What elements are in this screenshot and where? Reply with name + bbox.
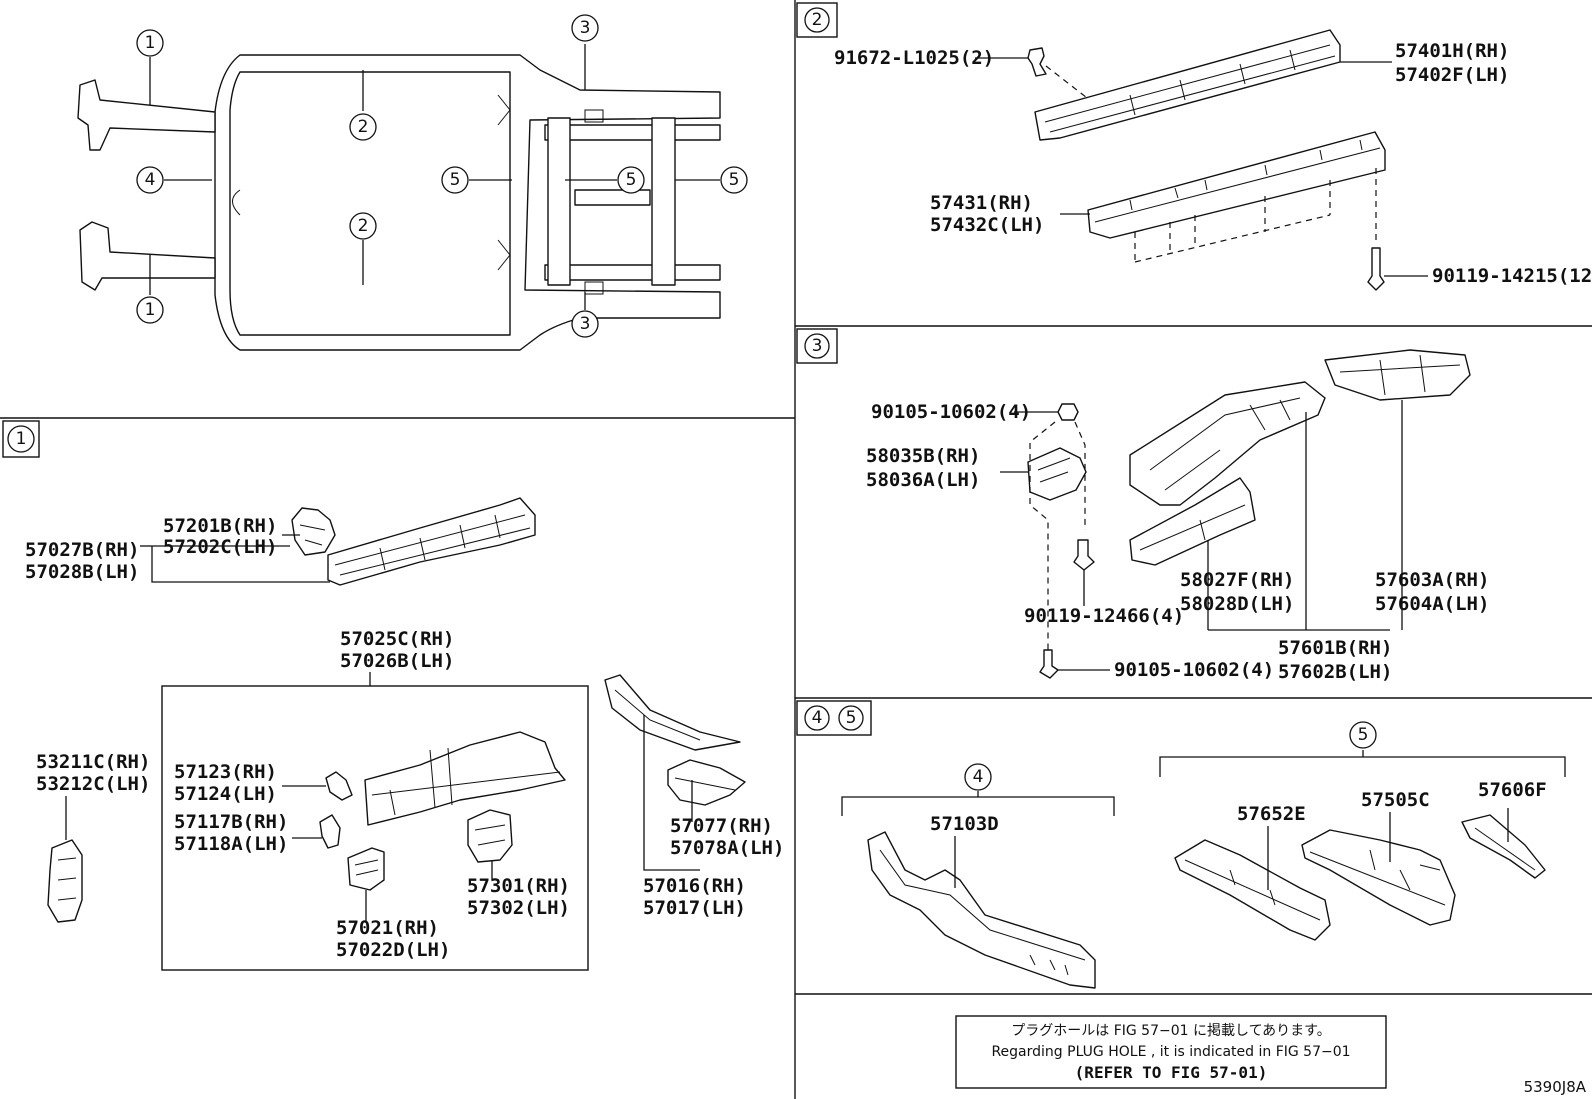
rail-57601-icon bbox=[1129, 381, 1326, 506]
label-90119-12466: 90119-12466(4) bbox=[1024, 605, 1184, 627]
bracket-57021-icon bbox=[347, 847, 385, 891]
label-57401: 57401H(RH) bbox=[1395, 40, 1509, 62]
label-57103: 57103D bbox=[930, 813, 999, 835]
label-57604: 57604A(LH) bbox=[1375, 593, 1489, 615]
label-57601: 57601B(RH) bbox=[1278, 637, 1392, 659]
label-53212: 53212C(LH) bbox=[36, 773, 150, 795]
label-58035: 58035B(RH) bbox=[866, 445, 980, 467]
label-57652: 57652E bbox=[1237, 803, 1306, 825]
label-57017: 57017(LH) bbox=[643, 897, 746, 919]
label-57606: 57606F bbox=[1478, 779, 1547, 801]
label-58027: 58027F(RH) bbox=[1180, 569, 1294, 591]
bracket-53211-icon bbox=[47, 839, 83, 923]
panel-5-tag: 5 bbox=[846, 708, 857, 728]
label-57077: 57077(RH) bbox=[670, 815, 773, 837]
callout-3-bottom: 3 bbox=[580, 314, 591, 334]
bolt-90119-12466-icon bbox=[1073, 539, 1095, 571]
callout-4-sub: 4 bbox=[973, 767, 984, 787]
callout-2-bottom: 2 bbox=[358, 216, 369, 236]
label-57432: 57432C(LH) bbox=[930, 214, 1044, 236]
label-57021: 57021(RH) bbox=[336, 917, 439, 939]
bracket-57201-icon bbox=[291, 507, 336, 556]
panel-2: 2 bbox=[804, 7, 1428, 291]
label-57124: 57124(LH) bbox=[174, 783, 277, 805]
label-57201: 57201B(RH) bbox=[163, 515, 277, 537]
label-57027: 57027B(RH) bbox=[25, 539, 139, 561]
label-90105-top: 90105-10602(4) bbox=[871, 401, 1031, 423]
label-57123: 57123(RH) bbox=[174, 761, 277, 783]
panel-1-tag: 1 bbox=[16, 429, 27, 449]
label-58036: 58036A(LH) bbox=[866, 469, 980, 491]
rail-57603-icon bbox=[1324, 349, 1471, 401]
note-box: プラグホールは FIG 57−01 に掲載してあります。 Regarding P… bbox=[955, 1015, 1387, 1089]
label-57505: 57505C bbox=[1361, 789, 1430, 811]
bolt-90105-bottom-icon bbox=[1039, 649, 1059, 679]
bolt-91672-icon bbox=[1027, 47, 1047, 77]
bracket-57301-icon bbox=[467, 809, 513, 863]
label-57028: 57028B(LH) bbox=[25, 561, 139, 583]
note-english: Regarding PLUG HOLE , it is indicated in… bbox=[991, 1044, 1350, 1060]
apron-57016-icon bbox=[604, 674, 741, 751]
frame-overview bbox=[77, 44, 721, 351]
rail-57025-icon bbox=[364, 731, 566, 826]
label-57025: 57025C(RH) bbox=[340, 628, 454, 650]
bracket-57123-icon bbox=[325, 771, 353, 801]
apron-57077-icon bbox=[667, 759, 746, 806]
label-57202: 57202C(LH) bbox=[163, 536, 277, 558]
label-57117: 57117B(RH) bbox=[174, 811, 288, 833]
callout-5-sub: 5 bbox=[1358, 725, 1369, 745]
label-57022: 57022D(LH) bbox=[336, 939, 450, 961]
callout-5-a: 5 bbox=[450, 170, 461, 190]
callout-3-top: 3 bbox=[580, 18, 591, 38]
callout-5-b: 5 bbox=[626, 170, 637, 190]
panel-4-5: 4 5 4 5 bbox=[804, 705, 1566, 989]
overview-callouts: 1 1 2 2 3 3 4 5 5 5 bbox=[136, 14, 748, 338]
figure-code: 5390J8A bbox=[1524, 1078, 1587, 1096]
bracket-57117-icon bbox=[319, 814, 341, 849]
panel-3: 3 bbox=[804, 333, 1471, 679]
note-japanese: プラグホールは FIG 57−01 に掲載してあります。 bbox=[1011, 1023, 1331, 1039]
callout-4: 4 bbox=[145, 170, 156, 190]
member-57103-icon bbox=[867, 831, 1096, 989]
label-57016: 57016(RH) bbox=[643, 875, 746, 897]
panel-1: 1 bbox=[7, 425, 746, 971]
label-53211: 53211C(RH) bbox=[36, 751, 150, 773]
label-57402: 57402F(LH) bbox=[1395, 64, 1509, 86]
assembly-57025-box bbox=[161, 685, 589, 971]
bolt-90105-top-icon bbox=[1057, 403, 1079, 421]
label-57078: 57078A(LH) bbox=[670, 837, 784, 859]
label-57431: 57431(RH) bbox=[930, 192, 1033, 214]
label-57602: 57602B(LH) bbox=[1278, 661, 1392, 683]
panel-3-tag: 3 bbox=[812, 336, 823, 356]
callout-2-top: 2 bbox=[358, 117, 369, 137]
rail-57027-icon bbox=[327, 497, 536, 586]
label-58028: 58028D(LH) bbox=[1180, 593, 1294, 615]
callout-1-bottom: 1 bbox=[145, 300, 156, 320]
label-90105-bottom: 90105-10602(4) bbox=[1114, 659, 1274, 681]
label-91672: 91672-L1025(2) bbox=[834, 47, 994, 69]
label-57603: 57603A(RH) bbox=[1375, 569, 1489, 591]
callout-1-top: 1 bbox=[145, 33, 156, 53]
panel-4-tag: 4 bbox=[812, 708, 823, 728]
note-refer: (REFER TO FIG 57-01) bbox=[1075, 1063, 1268, 1082]
label-57301: 57301(RH) bbox=[467, 875, 570, 897]
label-90119-14215: 90119-14215(12) bbox=[1432, 265, 1592, 287]
rail-58027-icon bbox=[1129, 477, 1256, 566]
callout-5-c: 5 bbox=[729, 170, 740, 190]
label-57302: 57302(LH) bbox=[467, 897, 570, 919]
member-57505-icon bbox=[1301, 829, 1456, 926]
label-57026: 57026B(LH) bbox=[340, 650, 454, 672]
label-57118: 57118A(LH) bbox=[174, 833, 288, 855]
panel-2-tag: 2 bbox=[812, 10, 823, 30]
bracket-58035-icon bbox=[1027, 447, 1087, 501]
bolt-90119-icon bbox=[1367, 247, 1385, 291]
